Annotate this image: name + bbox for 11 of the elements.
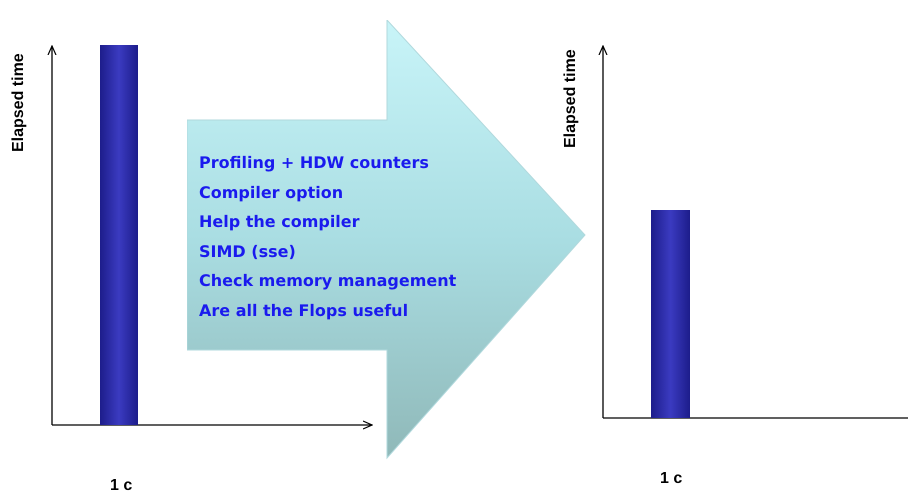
list-item: Are all the Flops useful <box>199 300 408 320</box>
category-label: 1 c <box>660 470 682 488</box>
list-item: Compiler option <box>199 182 344 202</box>
category-label: 1 c <box>110 477 132 495</box>
list-item: Help the compiler <box>199 212 360 231</box>
axis-label: Elapsed time <box>562 49 580 148</box>
block-arrow <box>187 20 587 460</box>
list-item: Check memory management <box>199 271 456 290</box>
list-item: SIMD (sse) <box>199 242 296 260</box>
list-item: Profiling + HDW counters <box>199 153 429 172</box>
axis-label: Elapsed time <box>10 53 28 152</box>
